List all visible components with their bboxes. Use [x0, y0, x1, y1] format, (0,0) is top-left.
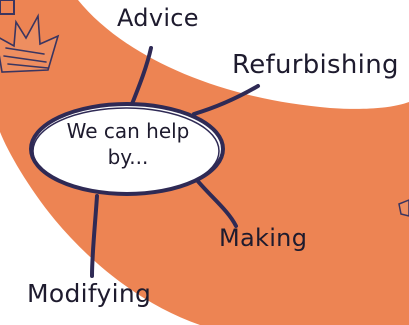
center-text-line-1: We can help: [66, 119, 190, 143]
branch-label-advice: Advice: [117, 4, 199, 32]
center-text-line-2: by...: [107, 145, 149, 169]
branch-label-modifying: Modifying: [27, 279, 152, 308]
center-oval-sketch-line: [32, 107, 220, 195]
crown-doodle-icon: [0, 13, 60, 73]
line-to-advice: [130, 46, 153, 106]
line-to-refurbishing: [192, 84, 260, 116]
branch-label-making: Making: [219, 224, 308, 252]
center-node-text: We can help by...: [32, 118, 224, 170]
line-to-making: [194, 177, 238, 228]
arrow-doodle-icon: [398, 199, 409, 217]
branch-label-refurbishing: Refurbishing: [232, 50, 399, 80]
square-doodle-icon: [0, 0, 15, 15]
line-to-modifying: [90, 194, 99, 278]
